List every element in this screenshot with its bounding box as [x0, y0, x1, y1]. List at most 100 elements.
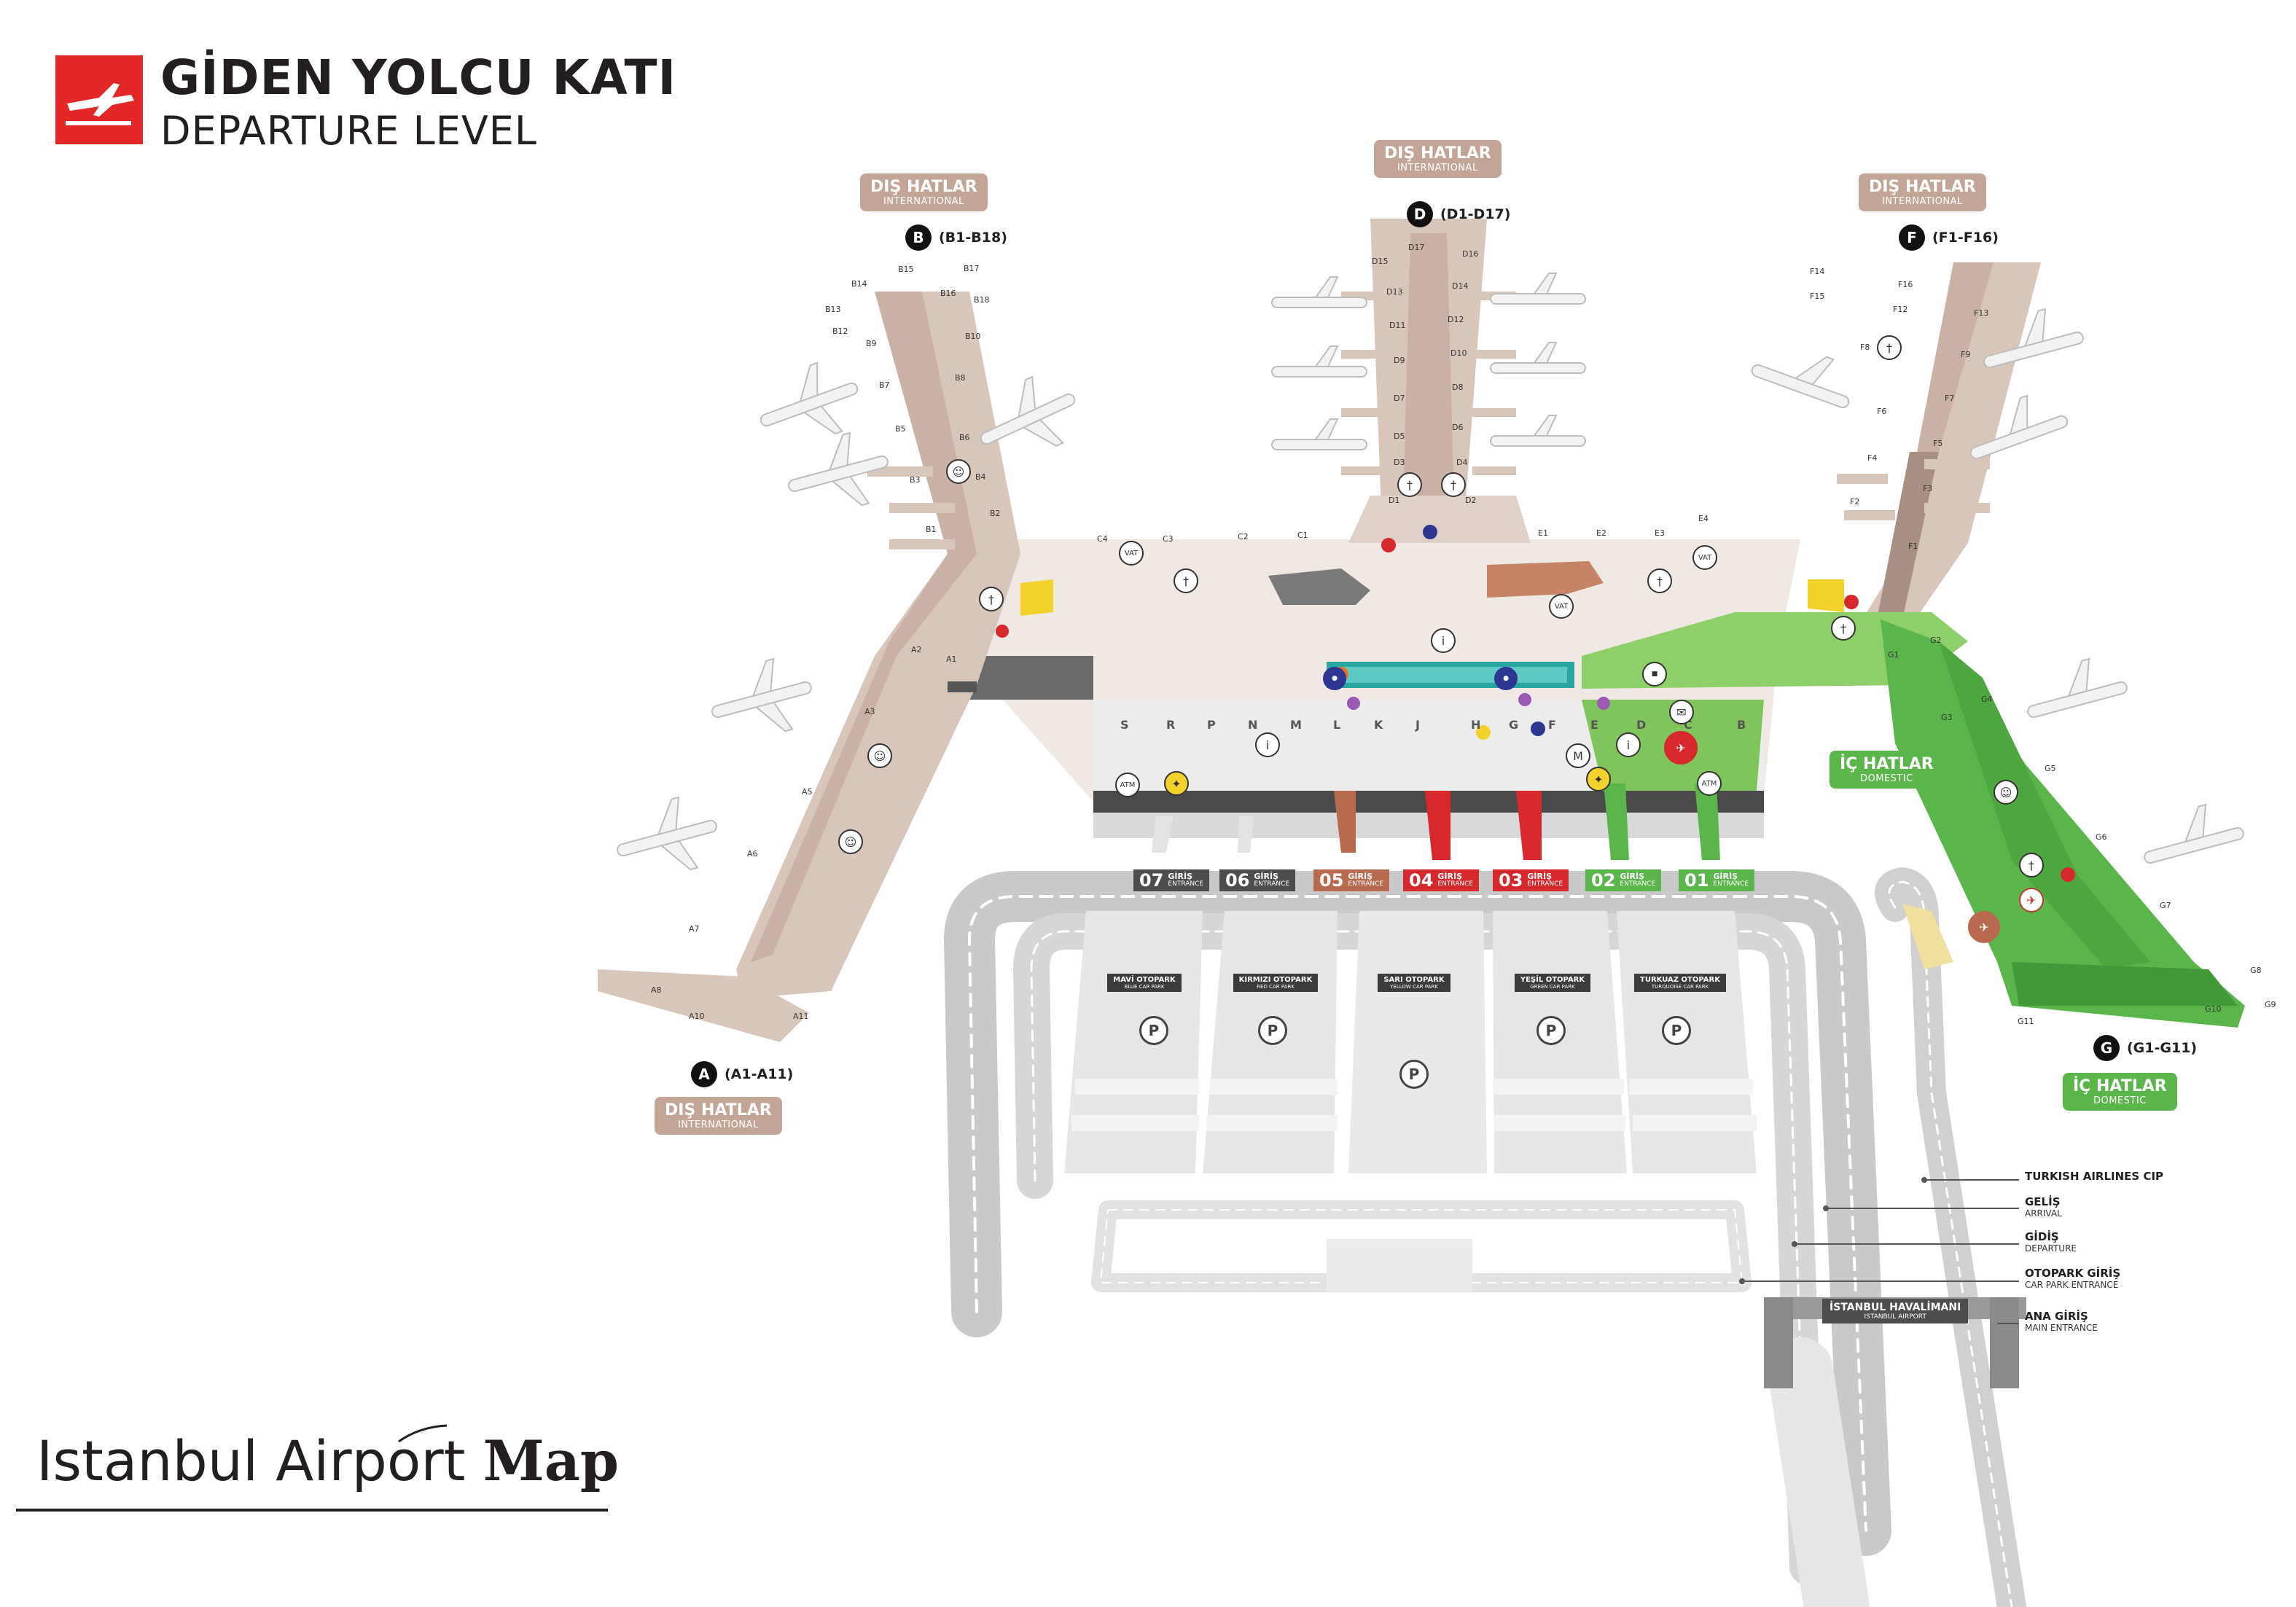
gate-label[interactable]: B12 [832, 327, 848, 336]
gate-label[interactable]: D8 [1452, 383, 1464, 392]
gate-label[interactable]: F3 [1923, 484, 1933, 493]
pier-a-label[interactable]: A (A1-A11) [691, 1061, 793, 1087]
atm-icon[interactable]: ATM [1697, 771, 1722, 796]
gate-label[interactable]: B1 [926, 525, 937, 534]
restroom-icon[interactable]: ☺ [946, 459, 971, 484]
gate-label[interactable]: G10 [2205, 1004, 2222, 1014]
gate-label[interactable]: F16 [1898, 280, 1913, 289]
checkin-zone-b[interactable]: B [1737, 718, 1746, 732]
meeting-point-icon[interactable]: ✦ [1586, 767, 1611, 791]
gate-label[interactable]: D6 [1452, 423, 1464, 432]
gate-label[interactable]: B16 [940, 289, 956, 298]
gate-label[interactable]: G6 [2096, 832, 2107, 842]
gate-label[interactable]: D11 [1389, 321, 1406, 330]
gate-label[interactable]: D16 [1462, 249, 1479, 259]
vat-refund-icon[interactable]: VAT [1549, 594, 1574, 619]
gate-label[interactable]: D3 [1394, 458, 1405, 467]
checkin-zone-g[interactable]: G [1509, 718, 1519, 732]
gate-label[interactable]: G3 [1941, 713, 1953, 722]
gate-label[interactable]: F12 [1893, 305, 1908, 314]
gate-label[interactable]: D9 [1394, 356, 1405, 365]
gate-label[interactable]: D12 [1448, 315, 1464, 324]
gate-label[interactable]: B13 [825, 305, 841, 314]
gate-label[interactable]: A2 [911, 645, 922, 654]
gate-label[interactable]: B9 [866, 339, 877, 348]
gate-label[interactable]: A11 [793, 1012, 809, 1021]
gate-label[interactable]: B10 [965, 332, 981, 341]
gate-label[interactable]: B4 [975, 472, 986, 482]
gate-label[interactable]: A1 [946, 654, 957, 664]
gate-label[interactable]: G7 [2160, 901, 2171, 910]
restaurant-icon[interactable]: † [1397, 472, 1422, 497]
checkin-zone-m[interactable]: M [1290, 718, 1302, 732]
checkin-zone-d[interactable]: D [1636, 718, 1647, 732]
gate-label[interactable]: C4 [1097, 534, 1108, 544]
gate-label[interactable]: F6 [1877, 407, 1887, 416]
pier-b-label[interactable]: B (B1-B18) [905, 224, 1007, 251]
checkin-zone-l[interactable]: L [1333, 718, 1341, 732]
gate-label[interactable]: A8 [651, 985, 662, 995]
gate-label[interactable]: B7 [879, 380, 890, 390]
mail-icon[interactable]: ✉ [1669, 700, 1694, 724]
restaurant-icon[interactable]: † [1174, 568, 1198, 593]
turkish-airlines-icon[interactable]: ✈ [1664, 731, 1698, 765]
checkin-zone-p[interactable]: P [1207, 718, 1216, 732]
gate-label[interactable]: D4 [1456, 458, 1468, 467]
gate-label[interactable]: D2 [1465, 496, 1477, 505]
gate-label[interactable]: F4 [1867, 453, 1878, 463]
duty-free-icon[interactable]: ■ [1642, 662, 1667, 687]
gate-label[interactable]: F9 [1961, 350, 1971, 359]
checkin-zone-f[interactable]: F [1548, 718, 1556, 732]
lounge-icon[interactable]: ● [1494, 667, 1518, 690]
gate-label[interactable]: B15 [898, 265, 914, 274]
gate-label[interactable]: B5 [895, 424, 906, 434]
vat-refund-icon[interactable]: VAT [1692, 545, 1717, 570]
turkish-airlines-icon[interactable]: ✈ [1968, 911, 2000, 943]
gate-label[interactable]: B17 [964, 264, 980, 273]
gate-label[interactable]: A7 [689, 924, 700, 934]
gate-label[interactable]: E2 [1596, 528, 1606, 538]
gate-label[interactable]: C2 [1238, 532, 1249, 541]
meeting-point-icon[interactable]: ✦ [1164, 771, 1189, 796]
gate-label[interactable]: E1 [1538, 528, 1548, 538]
gate-label[interactable]: F14 [1810, 267, 1825, 276]
checkin-zone-k[interactable]: K [1374, 718, 1383, 732]
checkin-zone-n[interactable]: N [1248, 718, 1258, 732]
gate-label[interactable]: F8 [1860, 343, 1870, 352]
gate-label[interactable]: D10 [1450, 348, 1467, 358]
checkin-zone-r[interactable]: R [1166, 718, 1176, 732]
gate-label[interactable]: G2 [1930, 636, 1942, 645]
restaurant-icon[interactable]: † [1647, 568, 1672, 593]
gate-label[interactable]: D15 [1372, 257, 1389, 266]
gate-label[interactable]: G8 [2250, 966, 2262, 975]
info-icon[interactable]: i [1616, 732, 1641, 757]
gate-label[interactable]: A3 [864, 707, 875, 716]
gate-label[interactable]: A10 [689, 1012, 705, 1021]
gate-label[interactable]: C3 [1163, 534, 1174, 544]
pier-g-label[interactable]: G (G1-G11) [2093, 1035, 2197, 1061]
gate-label[interactable]: F2 [1850, 497, 1860, 507]
restaurant-icon[interactable]: † [1877, 335, 1902, 360]
gate-label[interactable]: B3 [910, 475, 921, 485]
gate-label[interactable]: G9 [2265, 1000, 2276, 1009]
restroom-icon[interactable]: ☺ [1994, 780, 2018, 805]
pier-f-label[interactable]: F (F1-F16) [1899, 224, 1999, 251]
gate-label[interactable]: D1 [1389, 496, 1400, 505]
gate-label[interactable]: D17 [1408, 243, 1425, 252]
checkin-zone-h[interactable]: H [1471, 718, 1481, 732]
gate-label[interactable]: G5 [2045, 764, 2056, 773]
gate-label[interactable]: C1 [1297, 531, 1308, 540]
pier-d-label[interactable]: D (D1-D17) [1407, 201, 1510, 227]
checkin-zone-c[interactable]: C [1684, 718, 1692, 732]
